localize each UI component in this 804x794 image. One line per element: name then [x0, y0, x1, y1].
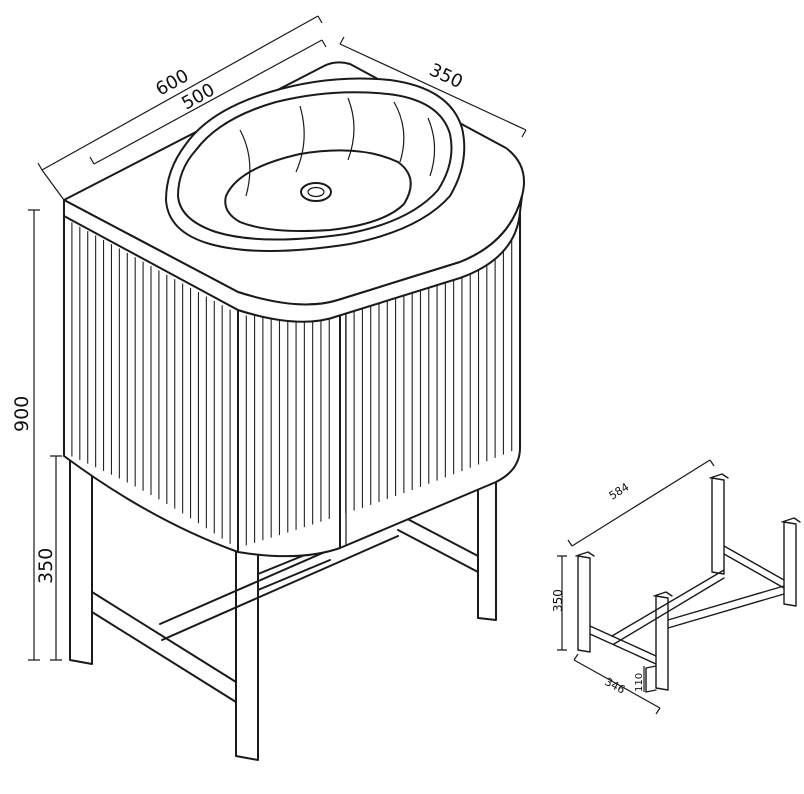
cabinet-body	[63, 199, 521, 558]
frame-depth-label: 346	[603, 675, 628, 696]
top-depth-label: 350	[426, 59, 466, 93]
main-dimension-lines	[28, 15, 527, 661]
side-panel-flutes	[71, 222, 231, 544]
frame-width-label: 584	[607, 480, 632, 502]
drain-icon	[300, 182, 332, 202]
frame-detail: 584 350 346 110	[551, 459, 801, 715]
frame-dimension-lines	[557, 459, 715, 715]
total-height-label: 900	[11, 396, 33, 432]
leg-frame	[69, 457, 497, 761]
vanity-unit: 600 500 350 900 350	[11, 15, 527, 761]
frame-height-label: 350	[551, 589, 565, 612]
leg-height-label: 350	[35, 548, 57, 584]
basin	[165, 77, 466, 252]
foot-height-label: 110	[634, 673, 645, 692]
